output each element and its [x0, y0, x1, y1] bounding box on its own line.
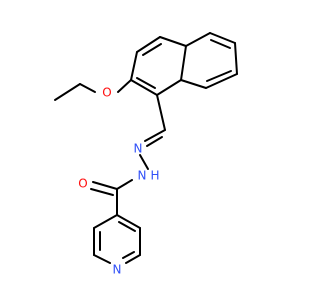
bond-c1-c2	[130, 79, 158, 96]
bond-py-c4-c3-inner	[118, 221, 136, 232]
bond-c3-c4	[136, 36, 161, 53]
bond-py-n-c6	[93, 254, 111, 264]
molecule-structure: O N N H O N	[54, 32, 238, 277]
bond-ch-n-imine	[144, 129, 166, 142]
bond-ch-n-imine-double	[146, 136, 163, 147]
bond-c8-c8a	[180, 79, 207, 89]
bond-nh-c-carbonyl	[116, 179, 133, 190]
bond-c6-c7	[234, 42, 238, 75]
bond-py-c2-n-inner	[122, 251, 135, 259]
bonds	[54, 32, 238, 264]
bond-ethyl-ch3-ch2	[54, 83, 81, 101]
bond-c4a-c8a	[180, 45, 187, 81]
molecule-canvas: O N N H O N	[54, 32, 238, 277]
pyridine-nitrogen-label: N	[113, 263, 122, 277]
bond-c3-c4-inner	[142, 43, 162, 56]
amide-hydrogen-label: H	[150, 169, 159, 183]
imine-nitrogen-label: N	[134, 142, 143, 156]
bond-n-n	[139, 154, 149, 170]
bond-ethyl-ch2-o	[79, 83, 96, 93]
bond-c1-ch	[156, 94, 166, 131]
bond-c7-c8-inner	[206, 70, 232, 82]
bond-c5-c6-inner	[210, 39, 231, 49]
ether-oxygen-label: O	[102, 86, 111, 100]
bond-c2-c3	[130, 51, 138, 81]
carbonyl-oxygen-label: O	[78, 177, 87, 191]
bond-py-c5-c4	[93, 214, 118, 229]
bond-py-c2-n	[125, 254, 141, 264]
bond-c7-c8	[205, 73, 238, 89]
bond-c4-c4a	[159, 36, 187, 47]
bond-c-o-carbonyl	[92, 181, 118, 190]
bond-c8a-c1	[156, 79, 182, 96]
bond-c-o-carbonyl-double	[90, 188, 114, 196]
bond-c4a-c5	[185, 32, 211, 47]
bond-c1-c2-inner	[136, 77, 156, 89]
bond-c5-c6	[209, 32, 236, 44]
amide-nitrogen-label: N	[138, 169, 147, 183]
bond-py-c4-c3	[116, 214, 141, 229]
bond-o-c2	[117, 79, 132, 93]
